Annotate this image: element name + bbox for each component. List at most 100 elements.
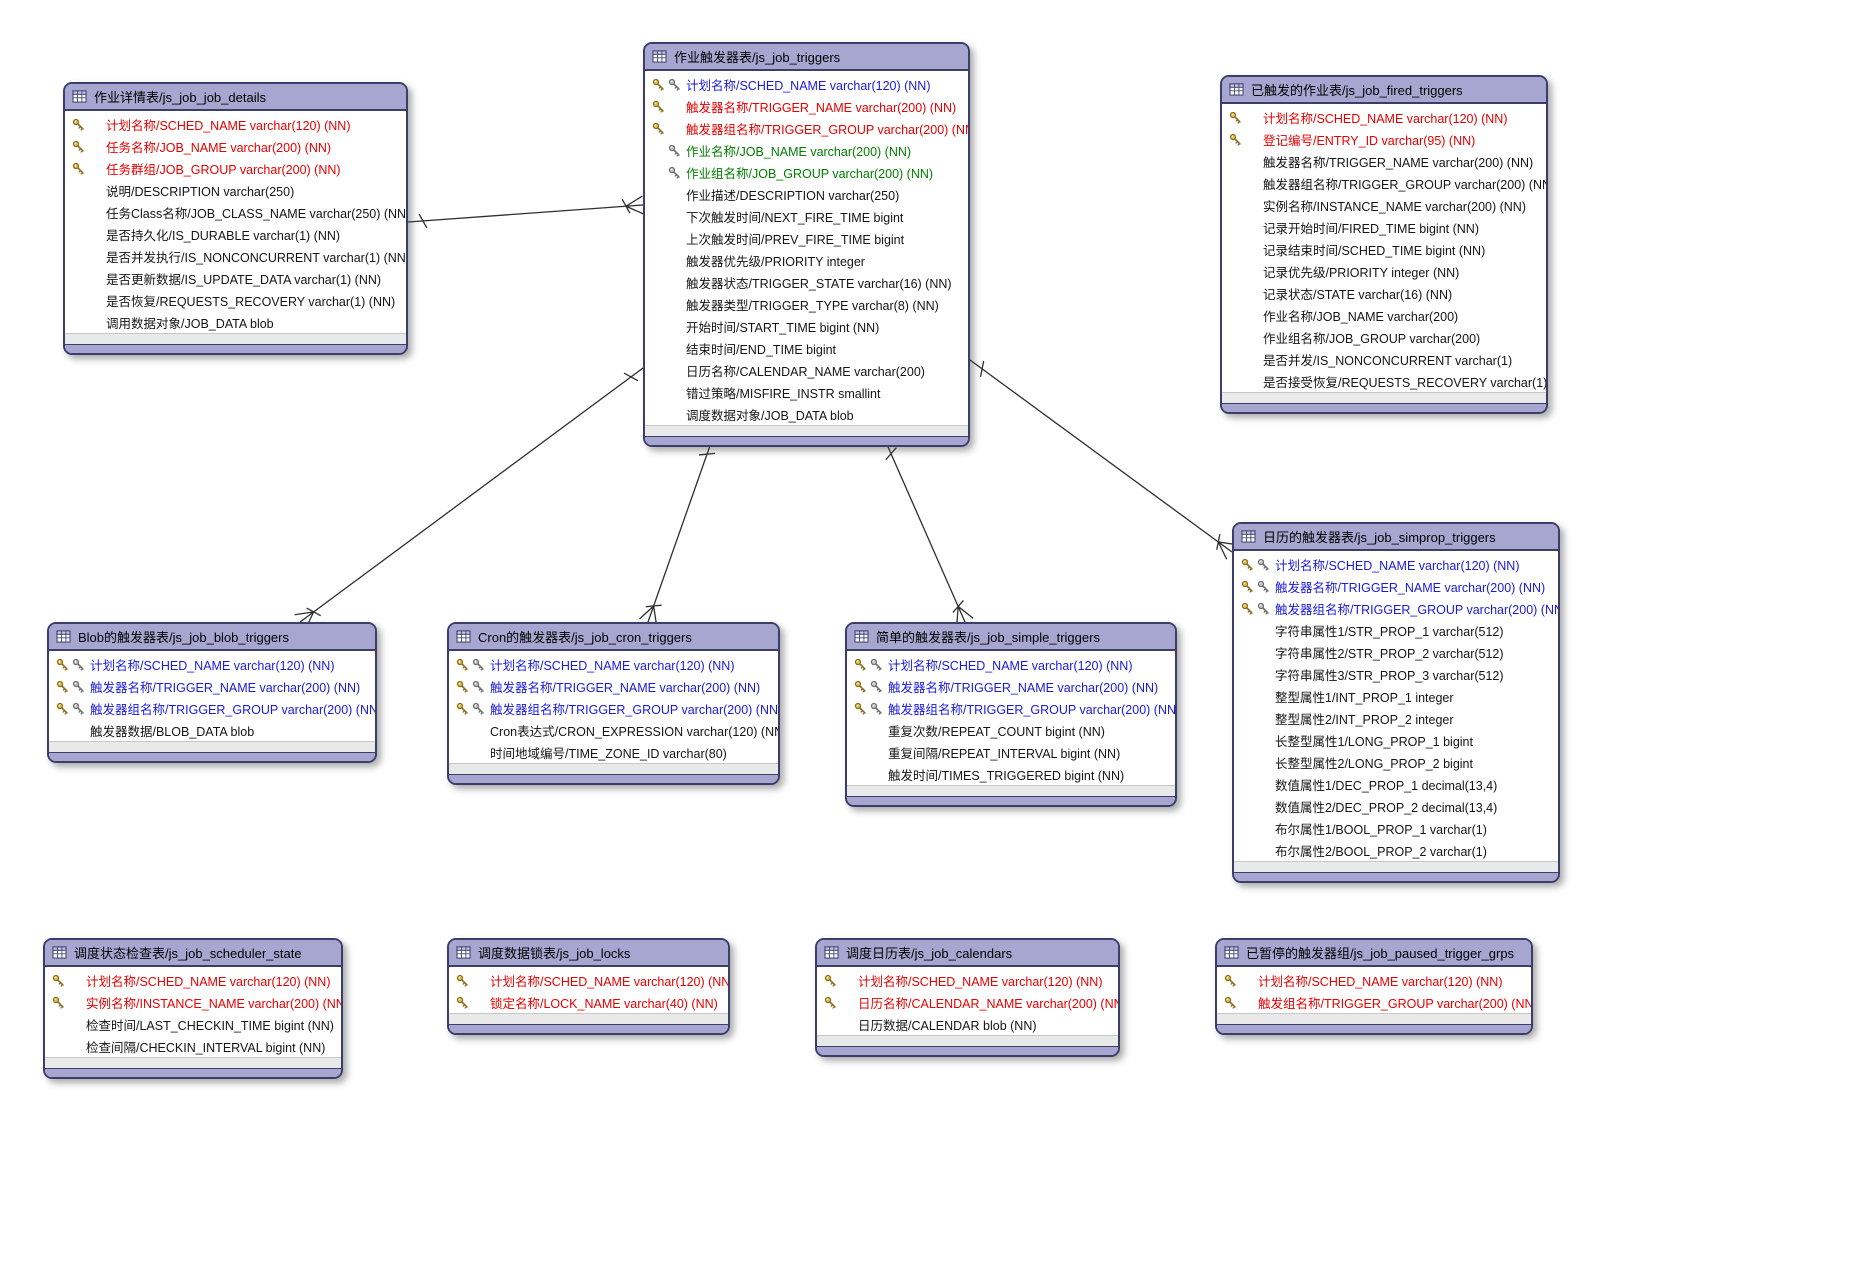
column-row[interactable]: 是否接受恢复/REQUESTS_RECOVERY varchar(1) bbox=[1222, 370, 1546, 392]
column-row[interactable]: 调用数据对象/JOB_DATA blob bbox=[65, 311, 406, 333]
column-row[interactable]: 触发器组名称/TRIGGER_GROUP varchar(200) (NN) bbox=[449, 697, 778, 719]
column-row[interactable]: 重复间隔/REPEAT_INTERVAL bigint (NN) bbox=[847, 741, 1175, 763]
column-row[interactable]: 触发时间/TIMES_TRIGGERED bigint (NN) bbox=[847, 763, 1175, 785]
column-row[interactable]: 整型属性2/INT_PROP_2 integer bbox=[1234, 707, 1558, 729]
table-header[interactable]: 已触发的作业表/js_job_fired_triggers bbox=[1222, 77, 1546, 104]
column-row[interactable]: 记录结束时间/SCHED_TIME bigint (NN) bbox=[1222, 238, 1546, 260]
column-row[interactable]: 计划名称/SCHED_NAME varchar(120) (NN) bbox=[1222, 106, 1546, 128]
column-row[interactable]: 字符串属性1/STR_PROP_1 varchar(512) bbox=[1234, 619, 1558, 641]
column-row[interactable]: 数值属性2/DEC_PROP_2 decimal(13,4) bbox=[1234, 795, 1558, 817]
table-header[interactable]: 调度日历表/js_job_calendars bbox=[817, 940, 1118, 967]
column-row[interactable]: 检查时间/LAST_CHECKIN_TIME bigint (NN) bbox=[45, 1013, 341, 1035]
column-row[interactable]: 是否更新数据/IS_UPDATE_DATA varchar(1) (NN) bbox=[65, 267, 406, 289]
column-row[interactable]: 布尔属性1/BOOL_PROP_1 varchar(1) bbox=[1234, 817, 1558, 839]
column-row[interactable]: 触发器数据/BLOB_DATA blob bbox=[49, 719, 375, 741]
column-row[interactable]: 错过策略/MISFIRE_INSTR smallint bbox=[645, 381, 968, 403]
column-row[interactable]: 实例名称/INSTANCE_NAME varchar(200) (NN) bbox=[1222, 194, 1546, 216]
column-row[interactable]: 字符串属性3/STR_PROP_3 varchar(512) bbox=[1234, 663, 1558, 685]
column-row[interactable]: 触发器名称/TRIGGER_NAME varchar(200) (NN) bbox=[449, 675, 778, 697]
column-row[interactable]: 触发器名称/TRIGGER_NAME varchar(200) (NN) bbox=[1234, 575, 1558, 597]
column-row[interactable]: 检查间隔/CHECKIN_INTERVAL bigint (NN) bbox=[45, 1035, 341, 1057]
column-row[interactable]: 作业名称/JOB_NAME varchar(200) (NN) bbox=[645, 139, 968, 161]
column-row[interactable]: 触发器状态/TRIGGER_STATE varchar(16) (NN) bbox=[645, 271, 968, 293]
table-header[interactable]: 调度数据锁表/js_job_locks bbox=[449, 940, 728, 967]
column-row[interactable]: 实例名称/INSTANCE_NAME varchar(200) (NN) bbox=[45, 991, 341, 1013]
column-row[interactable]: 触发器名称/TRIGGER_NAME varchar(200) (NN) bbox=[645, 95, 968, 117]
column-row[interactable]: 任务名称/JOB_NAME varchar(200) (NN) bbox=[65, 135, 406, 157]
table-header[interactable]: 作业触发器表/js_job_triggers bbox=[645, 44, 968, 71]
column-row[interactable]: 结束时间/END_TIME bigint bbox=[645, 337, 968, 359]
column-row[interactable]: 记录状态/STATE varchar(16) (NN) bbox=[1222, 282, 1546, 304]
table-header[interactable]: Cron的触发器表/js_job_cron_triggers bbox=[449, 624, 778, 651]
column-row[interactable]: 触发器组名称/TRIGGER_GROUP varchar(200) (NN) bbox=[645, 117, 968, 139]
relationship-js_job_triggers-to-js_job_simprop_triggers[interactable] bbox=[969, 359, 1238, 560]
table-header[interactable]: 日历的触发器表/js_job_simprop_triggers bbox=[1234, 524, 1558, 551]
column-row[interactable]: 上次触发时间/PREV_FIRE_TIME bigint bbox=[645, 227, 968, 249]
column-row[interactable]: 锁定名称/LOCK_NAME varchar(40) (NN) bbox=[449, 991, 728, 1013]
column-row[interactable]: 触发器组名称/TRIGGER_GROUP varchar(200) (NN) bbox=[1222, 172, 1546, 194]
column-row[interactable]: 触发组名称/TRIGGER_GROUP varchar(200) (NN) bbox=[1217, 991, 1531, 1013]
column-row[interactable]: 任务群组/JOB_GROUP varchar(200) (NN) bbox=[65, 157, 406, 179]
column-row[interactable]: 长整型属性1/LONG_PROP_1 bigint bbox=[1234, 729, 1558, 751]
column-row[interactable]: 触发器组名称/TRIGGER_GROUP varchar(200) (NN) bbox=[1234, 597, 1558, 619]
table-header[interactable]: 作业详情表/js_job_job_details bbox=[65, 84, 406, 111]
column-row[interactable]: 是否持久化/IS_DURABLE varchar(1) (NN) bbox=[65, 223, 406, 245]
column-row[interactable]: 计划名称/SCHED_NAME varchar(120) (NN) bbox=[847, 653, 1175, 675]
column-row[interactable]: 记录优先级/PRIORITY integer (NN) bbox=[1222, 260, 1546, 282]
column-row[interactable]: 触发器名称/TRIGGER_NAME varchar(200) (NN) bbox=[847, 675, 1175, 697]
column-row[interactable]: 长整型属性2/LONG_PROP_2 bigint bbox=[1234, 751, 1558, 773]
column-row[interactable]: 下次触发时间/NEXT_FIRE_TIME bigint bbox=[645, 205, 968, 227]
column-row[interactable]: 计划名称/SCHED_NAME varchar(120) (NN) bbox=[1234, 553, 1558, 575]
column-row[interactable]: 重复次数/REPEAT_COUNT bigint (NN) bbox=[847, 719, 1175, 741]
column-row[interactable]: 触发器类型/TRIGGER_TYPE varchar(8) (NN) bbox=[645, 293, 968, 315]
column-row[interactable]: 作业名称/JOB_NAME varchar(200) bbox=[1222, 304, 1546, 326]
column-row[interactable]: 触发器优先级/PRIORITY integer bbox=[645, 249, 968, 271]
table-header[interactable]: 简单的触发器表/js_job_simple_triggers bbox=[847, 624, 1175, 651]
column-row[interactable]: 触发器名称/TRIGGER_NAME varchar(200) (NN) bbox=[1222, 150, 1546, 172]
column-row[interactable]: 任务Class名称/JOB_CLASS_NAME varchar(250) (N… bbox=[65, 201, 406, 223]
table-header[interactable]: 已暂停的触发器组/js_job_paused_trigger_grps bbox=[1217, 940, 1531, 967]
column-row[interactable]: 登记编号/ENTRY_ID varchar(95) (NN) bbox=[1222, 128, 1546, 150]
column-row[interactable]: 计划名称/SCHED_NAME varchar(120) (NN) bbox=[817, 969, 1118, 991]
column-row[interactable]: 说明/DESCRIPTION varchar(250) bbox=[65, 179, 406, 201]
column-row[interactable]: 日历名称/CALENDAR_NAME varchar(200) bbox=[645, 359, 968, 381]
column-row[interactable]: 整型属性1/INT_PROP_1 integer bbox=[1234, 685, 1558, 707]
column-row[interactable]: 是否并发/IS_NONCONCURRENT varchar(1) bbox=[1222, 348, 1546, 370]
column-row[interactable]: 作业组名称/JOB_GROUP varchar(200) bbox=[1222, 326, 1546, 348]
column-row[interactable]: 布尔属性2/BOOL_PROP_2 varchar(1) bbox=[1234, 839, 1558, 861]
column-row[interactable]: 调度数据对象/JOB_DATA blob bbox=[645, 403, 968, 425]
column-row[interactable]: 计划名称/SCHED_NAME varchar(120) (NN) bbox=[449, 653, 778, 675]
column-row[interactable]: 开始时间/START_TIME bigint (NN) bbox=[645, 315, 968, 337]
column-row[interactable]: 数值属性1/DEC_PROP_1 decimal(13,4) bbox=[1234, 773, 1558, 795]
table-header[interactable]: 调度状态检查表/js_job_scheduler_state bbox=[45, 940, 341, 967]
column-row[interactable]: 日历名称/CALENDAR_NAME varchar(200) (NN) bbox=[817, 991, 1118, 1013]
column-row[interactable]: 作业组名称/JOB_GROUP varchar(200) (NN) bbox=[645, 161, 968, 183]
column-row[interactable]: 是否恢复/REQUESTS_RECOVERY varchar(1) (NN) bbox=[65, 289, 406, 311]
table-header[interactable]: Blob的触发器表/js_job_blob_triggers bbox=[49, 624, 375, 651]
column-row[interactable]: 时间地域编号/TIME_ZONE_ID varchar(80) bbox=[449, 741, 778, 763]
relationship-js_job_job_details-to-js_job_triggers[interactable] bbox=[407, 195, 644, 229]
column-row[interactable]: 计划名称/SCHED_NAME varchar(120) (NN) bbox=[65, 113, 406, 135]
column-row[interactable]: Cron表达式/CRON_EXPRESSION varchar(120) (NN… bbox=[449, 719, 778, 741]
column-row[interactable]: 计划名称/SCHED_NAME varchar(120) (NN) bbox=[1217, 969, 1531, 991]
column-row[interactable]: 计划名称/SCHED_NAME varchar(120) (NN) bbox=[45, 969, 341, 991]
column-row[interactable]: 计划名称/SCHED_NAME varchar(120) (NN) bbox=[49, 653, 375, 675]
column-row[interactable]: 字符串属性2/STR_PROP_2 varchar(512) bbox=[1234, 641, 1558, 663]
column-row[interactable]: 触发器组名称/TRIGGER_GROUP varchar(200) (NN) bbox=[847, 697, 1175, 719]
relationship-js_job_triggers-to-js_job_cron_triggers[interactable] bbox=[639, 439, 716, 626]
column-row[interactable]: 触发器名称/TRIGGER_NAME varchar(200) (NN) bbox=[49, 675, 375, 697]
column-row[interactable]: 记录开始时间/FIRED_TIME bigint (NN) bbox=[1222, 216, 1546, 238]
column-row[interactable]: 是否并发执行/IS_NONCONCURRENT varchar(1) (NN) bbox=[65, 245, 406, 267]
relationship-js_job_triggers-to-js_job_simple_triggers[interactable] bbox=[884, 439, 974, 626]
column-row[interactable]: 日历数据/CALENDAR blob (NN) bbox=[817, 1013, 1118, 1035]
